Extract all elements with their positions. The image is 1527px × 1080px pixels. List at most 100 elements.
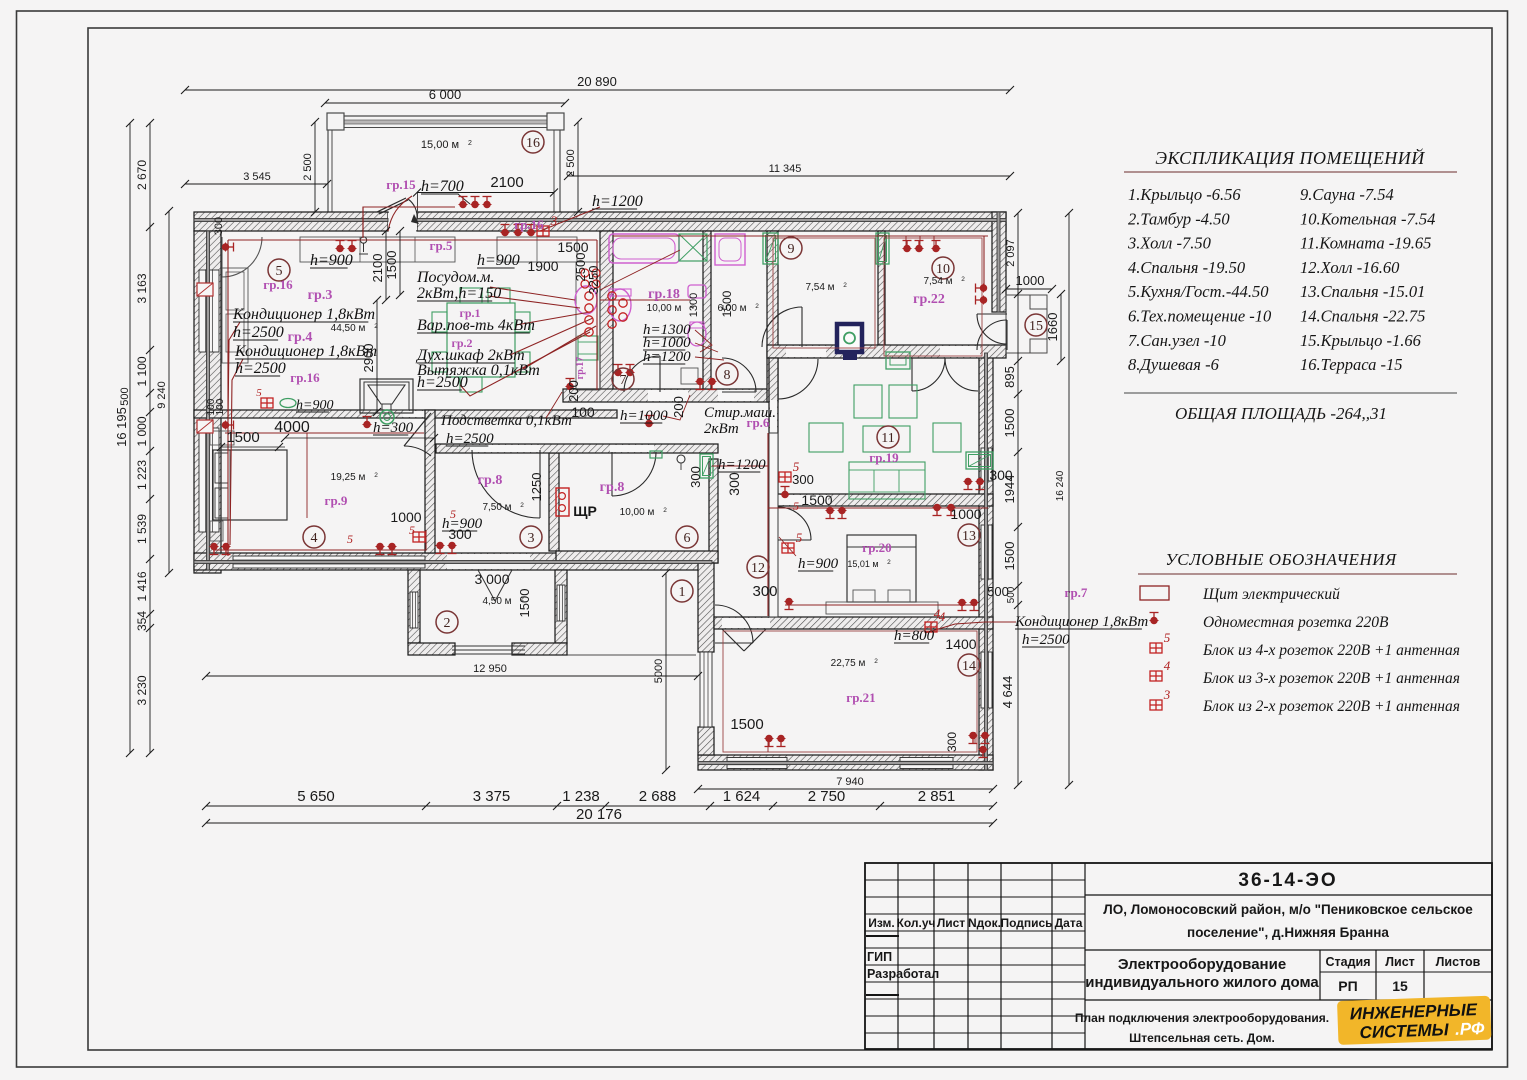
svg-text:1500: 1500 bbox=[730, 716, 763, 733]
svg-text:гр.9: гр.9 bbox=[325, 493, 348, 508]
svg-text:3 000: 3 000 bbox=[474, 571, 509, 587]
svg-text:2: 2 bbox=[374, 472, 378, 479]
svg-text:300: 300 bbox=[792, 472, 814, 487]
svg-text:h=1200: h=1200 bbox=[592, 193, 643, 210]
svg-text:14.Спальня -22.75: 14.Спальня -22.75 bbox=[1300, 307, 1425, 326]
svg-text:.РФ: .РФ bbox=[1455, 1019, 1486, 1039]
svg-text:2900: 2900 bbox=[361, 344, 376, 373]
svg-text:3: 3 bbox=[528, 531, 535, 546]
svg-text:Лист: Лист bbox=[1385, 955, 1415, 969]
svg-text:11: 11 bbox=[881, 431, 894, 446]
svg-text:19,25 м: 19,25 м bbox=[331, 472, 366, 483]
svg-text:h=700: h=700 bbox=[421, 178, 464, 195]
svg-text:Штепсельная сеть. Дом.: Штепсельная сеть. Дом. bbox=[1129, 1031, 1275, 1045]
svg-text:13: 13 bbox=[962, 529, 976, 544]
svg-text:Вытяжка 0,1кВт: Вытяжка 0,1кВт bbox=[417, 362, 540, 379]
svg-text:3250: 3250 bbox=[586, 266, 601, 295]
svg-text:12: 12 bbox=[751, 561, 765, 576]
svg-text:Стадия: Стадия bbox=[1325, 955, 1370, 969]
svg-text:h=2500: h=2500 bbox=[417, 374, 468, 391]
svg-text:4: 4 bbox=[934, 606, 941, 621]
svg-text:2кВт,h=150: 2кВт,h=150 bbox=[417, 285, 501, 302]
svg-text:гр.16: гр.16 bbox=[290, 370, 320, 385]
svg-text:гр.5: гр.5 bbox=[430, 238, 453, 253]
svg-text:ОБЩАЯ ПЛОЩАДЬ -264,,31: ОБЩАЯ ПЛОЩАДЬ -264,,31 bbox=[1175, 404, 1387, 423]
svg-text:ИНЖЕНЕРНЫЕ: ИНЖЕНЕРНЫЕ bbox=[1350, 1000, 1478, 1023]
svg-text:10.Котельная -7.54: 10.Котельная -7.54 bbox=[1300, 209, 1435, 228]
svg-text:2: 2 bbox=[874, 658, 878, 665]
svg-text:Листов: Листов bbox=[1436, 955, 1481, 969]
svg-text:гр.21: гр.21 bbox=[846, 690, 875, 705]
svg-text:Кондиционер 1,8кВт: Кондиционер 1,8кВт bbox=[1014, 614, 1148, 630]
svg-text:100: 100 bbox=[571, 404, 595, 420]
svg-text:гр.19: гр.19 bbox=[869, 450, 899, 465]
svg-text:1500: 1500 bbox=[801, 492, 832, 508]
svg-text:6 000: 6 000 bbox=[429, 87, 462, 102]
svg-text:14: 14 bbox=[962, 659, 976, 674]
svg-text:5.Кухня/Гост.-44.50: 5.Кухня/Гост.-44.50 bbox=[1128, 282, 1269, 301]
svg-text:2 688: 2 688 bbox=[639, 788, 677, 805]
svg-text:гр.7: гр.7 bbox=[1065, 585, 1088, 600]
svg-text:36-14-ЭО: 36-14-ЭО bbox=[1238, 870, 1337, 891]
svg-text:4,50 м: 4,50 м bbox=[482, 596, 511, 607]
svg-text:7: 7 bbox=[620, 373, 627, 388]
svg-text:h=2500: h=2500 bbox=[1022, 632, 1070, 648]
svg-text:гр.6: гр.6 bbox=[747, 415, 770, 430]
svg-text:2 670: 2 670 bbox=[135, 160, 149, 190]
svg-text:12 950: 12 950 bbox=[473, 663, 507, 675]
svg-text:300: 300 bbox=[752, 583, 777, 600]
svg-text:7 940: 7 940 bbox=[836, 776, 864, 788]
svg-text:h=800: h=800 bbox=[894, 628, 935, 644]
svg-text:h=900: h=900 bbox=[442, 516, 483, 532]
svg-text:Блок из 4-х розеток 220В +1 ан: Блок из 4-х розеток 220В +1 антенная bbox=[1202, 642, 1460, 659]
svg-text:Дата: Дата bbox=[1055, 916, 1083, 930]
svg-text:Посудом.м.: Посудом.м. bbox=[416, 269, 495, 286]
svg-text:4: 4 bbox=[939, 609, 946, 624]
svg-text:гр.15: гр.15 bbox=[386, 177, 416, 192]
svg-text:7,54 м: 7,54 м bbox=[805, 282, 834, 293]
svg-text:2100: 2100 bbox=[490, 174, 523, 191]
svg-text:22,75 м: 22,75 м bbox=[831, 658, 866, 669]
svg-text:гр.8: гр.8 bbox=[478, 473, 503, 488]
svg-text:5000: 5000 bbox=[653, 659, 665, 683]
svg-text:7.Сан.узел -10: 7.Сан.узел -10 bbox=[1128, 331, 1227, 350]
svg-text:7,50 м: 7,50 м bbox=[482, 502, 511, 513]
svg-text:гр.16: гр.16 bbox=[263, 277, 293, 292]
svg-text:Разработал: Разработал bbox=[867, 967, 939, 981]
svg-text:1 100: 1 100 bbox=[135, 356, 149, 386]
svg-text:гр.22: гр.22 bbox=[913, 292, 945, 307]
svg-text:3: 3 bbox=[550, 213, 558, 228]
svg-text:2: 2 bbox=[468, 140, 472, 147]
svg-text:2: 2 bbox=[374, 323, 378, 330]
svg-text:Вар.пов-ть 4кВт: Вар.пов-ть 4кВт bbox=[417, 317, 535, 334]
svg-text:1000: 1000 bbox=[1016, 273, 1045, 288]
svg-text:ЭКСПЛИКАЦИЯ ПОМЕЩЕНИЙ: ЭКСПЛИКАЦИЯ ПОМЕЩЕНИЙ bbox=[1155, 146, 1425, 168]
svg-text:гр.20: гр.20 bbox=[862, 540, 891, 555]
svg-text:1000: 1000 bbox=[950, 506, 981, 522]
svg-text:1 416: 1 416 bbox=[135, 571, 149, 601]
svg-text:500: 500 bbox=[1006, 586, 1017, 603]
svg-text:16 195: 16 195 bbox=[114, 407, 129, 447]
svg-text:9.Сауна -7.54: 9.Сауна -7.54 bbox=[1300, 185, 1394, 204]
svg-text:гр.17: гр.17 bbox=[575, 357, 586, 380]
svg-text:5: 5 bbox=[1164, 630, 1171, 645]
svg-text:Подстветка 0,1кВт: Подстветка 0,1кВт bbox=[440, 413, 572, 429]
svg-text:500: 500 bbox=[119, 387, 131, 405]
svg-text:16 240: 16 240 bbox=[1055, 470, 1066, 501]
svg-text:2: 2 bbox=[520, 596, 524, 603]
svg-text:300: 300 bbox=[945, 732, 959, 752]
svg-text:200: 200 bbox=[566, 380, 581, 402]
svg-text:1500: 1500 bbox=[720, 290, 734, 317]
svg-text:2100: 2100 bbox=[370, 254, 385, 283]
svg-text:Блок из 2-х розеток 220В +1 ан: Блок из 2-х розеток 220В +1 антенная bbox=[1202, 698, 1460, 715]
svg-text:3 163: 3 163 bbox=[135, 273, 149, 303]
svg-text:Nдок.: Nдок. bbox=[968, 916, 1001, 930]
svg-text:3 230: 3 230 bbox=[135, 675, 149, 705]
svg-text:2: 2 bbox=[755, 303, 759, 310]
svg-text:Кол.уч: Кол.уч bbox=[897, 916, 936, 930]
svg-text:Кондиционер 1,8кВт: Кондиционер 1,8кВт bbox=[234, 343, 377, 360]
svg-text:Одноместная розетка 220В: Одноместная розетка 220В bbox=[1203, 614, 1389, 631]
svg-text:1 539: 1 539 bbox=[135, 514, 149, 544]
svg-text:5: 5 bbox=[409, 523, 415, 537]
svg-text:2кВт: 2кВт bbox=[704, 421, 739, 437]
